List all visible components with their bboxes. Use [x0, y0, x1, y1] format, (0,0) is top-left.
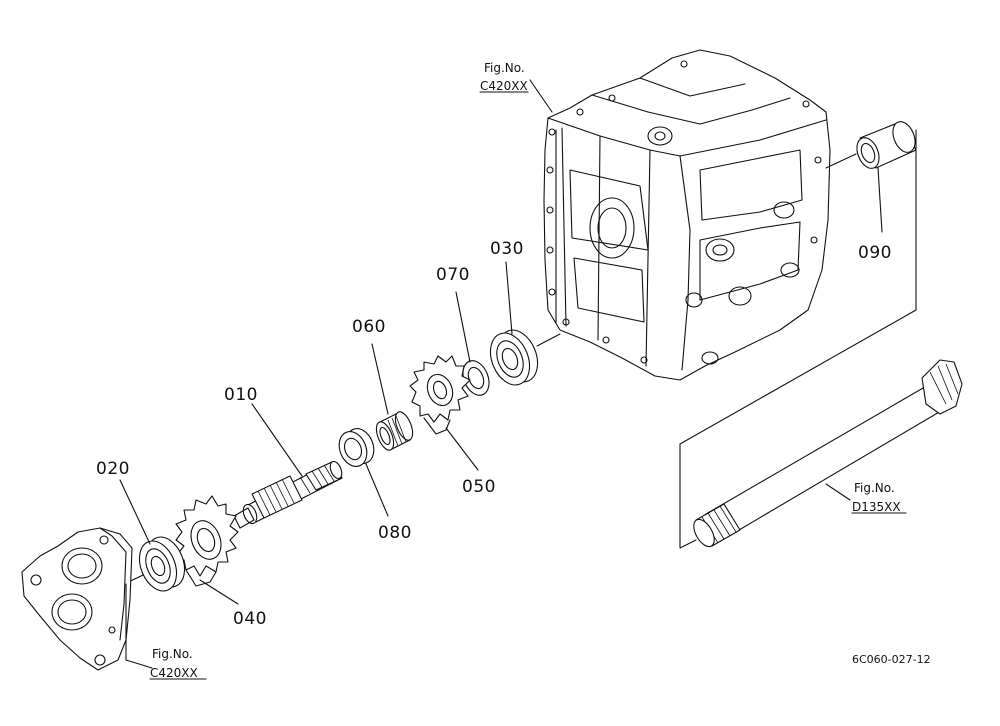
ref-shaft-right-line2: D135XX — [852, 500, 901, 514]
part-label-060: 060 — [352, 317, 386, 337]
part-label-040: 040 — [233, 609, 267, 629]
bearing-030 — [489, 329, 539, 386]
figure-references: Fig.No. C420XX Fig.No. C420XX Fig.No. D1… — [149, 61, 907, 680]
part-labels: 010 020 030 040 050 060 070 080 090 — [96, 239, 892, 629]
part-label-090: 090 — [858, 243, 892, 263]
ref-cover-bottom-line2: C420XX — [150, 666, 198, 680]
sleeve-090 — [856, 121, 917, 169]
gear-050 — [409, 355, 471, 435]
ref-case-top-line1: Fig.No. — [484, 61, 525, 75]
transmission-case — [543, 49, 831, 381]
bearing-cover — [21, 527, 133, 671]
needle-bearing-060 — [375, 411, 414, 451]
part-label-050: 050 — [462, 477, 496, 497]
drawing-code: 6C060-027-12 — [852, 653, 931, 666]
part-label-020: 020 — [96, 459, 130, 479]
ref-shaft-right-line1: Fig.No. — [854, 481, 895, 495]
pto-shaft — [693, 359, 963, 548]
part-label-070: 070 — [436, 265, 470, 285]
part-label-010: 010 — [224, 385, 258, 405]
bearing-020 — [138, 536, 186, 592]
collar-080 — [338, 428, 375, 467]
ref-cover-bottom-line1: Fig.No. — [152, 647, 193, 661]
ref-case-top-line2: C420XX — [480, 79, 528, 93]
shaft-010 — [233, 460, 343, 529]
leader-lines — [119, 79, 883, 669]
gear-040 — [175, 495, 239, 587]
part-label-030: 030 — [490, 239, 524, 259]
part-label-080: 080 — [378, 523, 412, 543]
